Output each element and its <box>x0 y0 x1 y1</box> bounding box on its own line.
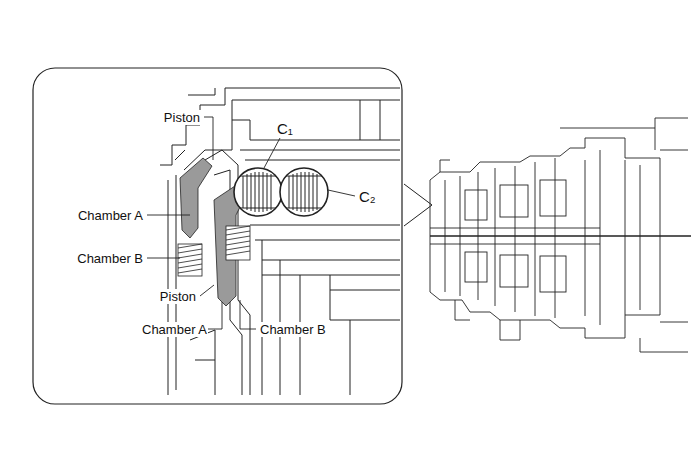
housing-line <box>168 180 169 395</box>
clutch-plates <box>240 172 276 212</box>
section-detail <box>160 88 400 395</box>
transmission-section <box>430 118 691 352</box>
clutch-label: C₁ <box>276 121 294 136</box>
return-springs <box>178 226 250 276</box>
part-label: Chamber A <box>77 208 144 223</box>
chamber-a <box>180 158 212 238</box>
gear <box>540 180 566 216</box>
housing-outline <box>430 138 660 338</box>
housing-line <box>262 240 400 395</box>
leader-line <box>200 285 214 296</box>
clutch-packs <box>234 168 328 216</box>
case-line <box>440 160 520 340</box>
gear <box>540 256 566 292</box>
part-label: Chamber B <box>259 322 327 337</box>
clutch-label: C₂ <box>358 189 377 204</box>
part-label: Piston <box>159 289 197 304</box>
spring-coil <box>226 226 250 255</box>
gear <box>500 185 528 217</box>
housing-line <box>232 100 400 140</box>
leader-line <box>328 190 355 196</box>
leader-line <box>147 215 190 216</box>
spring <box>178 244 202 276</box>
leader-line <box>240 300 256 329</box>
main-shaft <box>430 235 691 236</box>
callout-frame <box>33 68 432 404</box>
clutch-c1-circle <box>234 168 282 216</box>
leader-line <box>208 302 222 329</box>
clutch-plates <box>286 172 322 212</box>
housing-line <box>176 100 400 390</box>
gear <box>465 190 487 220</box>
part-label: Chamber A <box>141 322 208 337</box>
gear <box>465 252 487 282</box>
leader-line <box>264 138 280 168</box>
part-label: Piston <box>163 110 201 125</box>
clutch-c2-circle <box>280 168 328 216</box>
callout-box <box>33 68 402 404</box>
leader-lines <box>147 117 355 329</box>
case-line <box>560 118 688 352</box>
spring <box>226 226 250 260</box>
spring-coil <box>178 244 202 273</box>
leader-line <box>147 258 180 259</box>
section-line <box>445 158 555 318</box>
gear <box>500 255 528 287</box>
converter-line <box>585 150 640 325</box>
callout-pointer <box>404 184 432 226</box>
part-label: Chamber B <box>76 251 144 266</box>
leader-line <box>204 117 213 160</box>
